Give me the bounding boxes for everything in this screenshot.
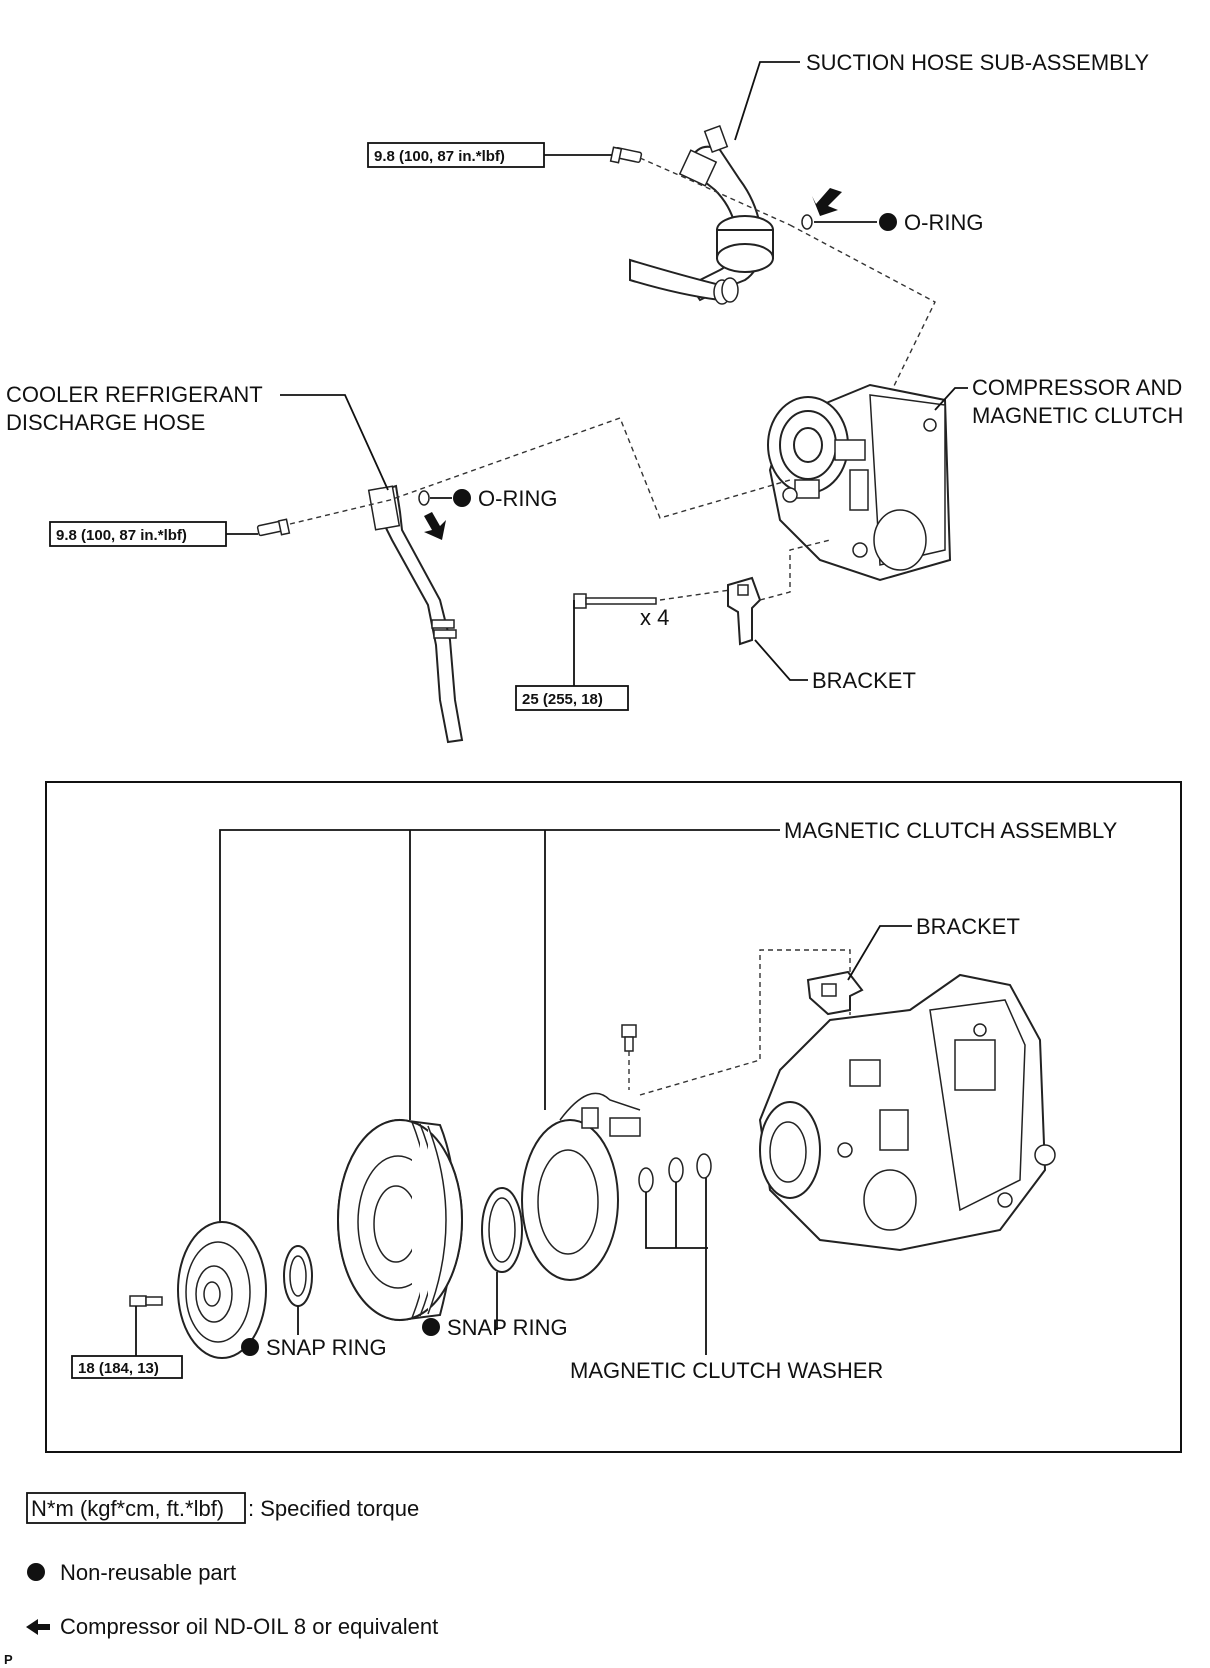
discharge-label-line1: COOLER REFRIGERANT [6, 382, 263, 407]
discharge-bolt-icon [256, 518, 291, 537]
legend-torque-desc: : Specified torque [248, 1496, 419, 1521]
bracket-upper-label: BRACKET [812, 668, 916, 693]
washers-drawing [638, 1153, 712, 1193]
non-reusable-mark-top-icon [879, 213, 897, 231]
non-reusable-mark-snap2-icon [422, 1318, 440, 1336]
suction-hose-label: SUCTION HOSE SUB-ASSEMBLY [806, 50, 1149, 75]
non-reusable-mark-mid-icon [453, 489, 471, 507]
torque-suction-label: 9.8 (100, 87 in.*lbf) [374, 148, 505, 165]
suction-hose-drawing [629, 124, 774, 305]
pulley-drawing [337, 1118, 463, 1322]
hub-bolt-icon [129, 1295, 163, 1307]
clutch-assembly-label: MAGNETIC CLUTCH ASSEMBLY [784, 818, 1118, 843]
oil-arrow-top-icon [812, 188, 842, 216]
torque-discharge-label: 9.8 (100, 87 in.*lbf) [56, 527, 187, 544]
bolt-count-label: x 4 [640, 605, 669, 630]
footer-mark: P [4, 1652, 13, 1667]
field-coil-drawing [521, 1092, 641, 1281]
compressor-label-line2: MAGNETIC CLUTCH [972, 403, 1183, 428]
oring-mid-icon [418, 490, 430, 506]
snap-ring-1-drawing [283, 1245, 313, 1307]
discharge-hose-drawing [367, 484, 464, 744]
coil-bolt-icon [621, 1024, 637, 1052]
bracket-lower-label: BRACKET [916, 914, 1020, 939]
washer-label: MAGNETIC CLUTCH WASHER [570, 1358, 883, 1383]
non-reusable-mark-snap1-icon [241, 1338, 259, 1356]
oil-arrow-mid-icon [424, 512, 446, 540]
snap-ring-2-drawing [481, 1187, 523, 1273]
bracket-lower-drawing [806, 970, 864, 1016]
compressor-label-line1: COMPRESSOR AND [972, 375, 1182, 400]
legend-compressor-oil: Compressor oil ND-OIL 8 or equivalent [60, 1614, 438, 1639]
oring-top-label: O-RING [904, 210, 983, 235]
compressor-lower-drawing [758, 973, 1056, 1252]
compressor-upper-drawing [767, 383, 952, 582]
legend-torque-unit: N*m (kgf*cm, ft.*lbf) [31, 1496, 224, 1521]
pressure-plate-drawing [177, 1221, 267, 1359]
oring-top-icon [801, 214, 813, 230]
torque-bolt-label: 18 (184, 13) [78, 1360, 159, 1377]
discharge-label-line2: DISCHARGE HOSE [6, 410, 205, 435]
torque-bracket-label: 25 (255, 18) [522, 691, 603, 708]
legend-oil-arrow-icon [26, 1619, 50, 1635]
bracket-upper-drawing [727, 576, 762, 646]
snap-ring-1-label: SNAP RING [266, 1335, 387, 1360]
magnetic-clutch-detail-frame [45, 781, 1182, 1453]
suction-bolt-icon [609, 146, 643, 164]
bracket-bolt-icon [573, 593, 657, 609]
legend-non-reusable: Non-reusable part [60, 1560, 236, 1585]
legend-non-reusable-icon [27, 1563, 45, 1581]
oring-mid-label: O-RING [478, 486, 557, 511]
snap-ring-2-label: SNAP RING [447, 1315, 568, 1340]
